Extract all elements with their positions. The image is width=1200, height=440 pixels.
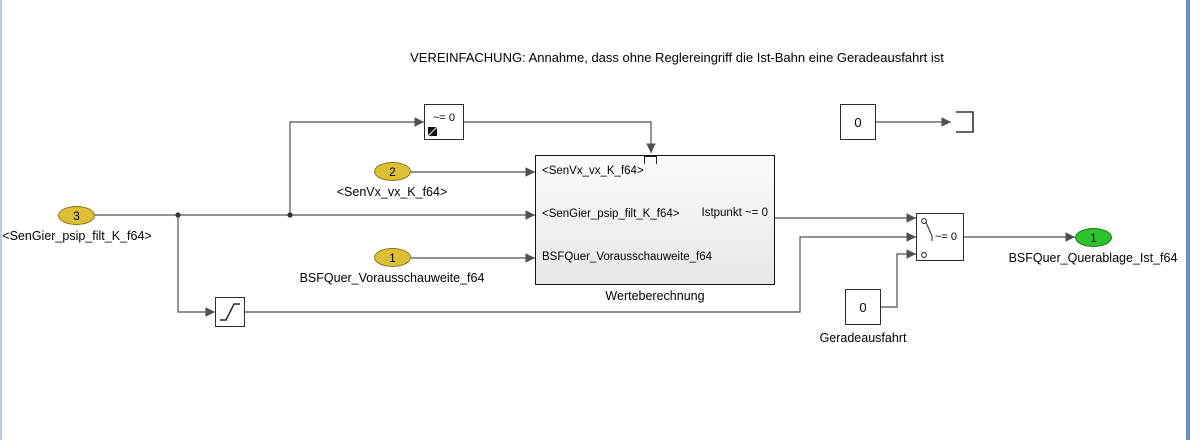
inport-2[interactable]: 2 xyxy=(374,162,411,181)
compare-block-icon xyxy=(428,127,437,136)
compare-to-zero-label: ~= 0 xyxy=(432,112,456,124)
wire-saturation-to-switch[interactable] xyxy=(245,232,916,313)
constant-zero-geradeausfahrt[interactable]: 0 xyxy=(845,289,881,325)
compare-to-zero-block[interactable]: ~= 0 xyxy=(424,104,464,140)
inport-2-label: <SenVx_vx_K_f64> xyxy=(336,185,448,199)
terminator-block[interactable] xyxy=(956,111,974,133)
outport-1[interactable]: 1 xyxy=(1075,228,1112,247)
subsystem-werteberechnung[interactable]: <SenVx_vx_K_f64> <SenGier_psip_filt_K_f6… xyxy=(535,155,775,285)
inport-1[interactable]: 1 xyxy=(374,248,411,267)
constant-geradeausfahrt-label: Geradeausfahrt xyxy=(819,331,907,345)
inport-3-label: <SenGier_psip_filt_K_f64> xyxy=(2,229,152,243)
subsystem-name-label: Werteberechnung xyxy=(605,289,705,303)
subsystem-input-vorausschau: BSFQuer_Vorausschauweite_f64 xyxy=(542,251,713,263)
constant-geradeausfahrt-value: 0 xyxy=(859,299,867,315)
canvas-left-edge xyxy=(0,0,2,440)
saturation-block[interactable] xyxy=(215,297,245,327)
switch-block[interactable]: ~= 0 xyxy=(916,213,964,261)
inport-1-number: 1 xyxy=(389,250,396,265)
canvas-right-edge xyxy=(1186,0,1190,440)
wire-geradeausfahrt-to-switch[interactable] xyxy=(881,249,916,308)
outport-1-number: 1 xyxy=(1090,230,1097,245)
inport-3[interactable]: 3 xyxy=(58,206,95,225)
subsystem-input-vx: <SenVx_vx_K_f64> xyxy=(542,165,644,177)
wire-compare-to-trigger[interactable] xyxy=(464,121,656,153)
trigger-port-icon xyxy=(644,156,657,164)
switch-ports-icon xyxy=(921,218,933,258)
subsystem-input-gier: <SenGier_psip_filt_K_f64> xyxy=(542,208,680,220)
saturation-icon xyxy=(220,303,240,321)
constant-zero-top[interactable]: 0 xyxy=(840,104,876,140)
switch-criteria-label: ~= 0 xyxy=(935,231,958,243)
outport-1-label: BSFQuer_Querablage_Ist_f64 xyxy=(1008,251,1178,265)
diagram-annotation: VEREINFACHUNG: Annahme, dass ohne Regler… xyxy=(410,50,944,65)
wire-gier-branch-to-compare[interactable] xyxy=(289,117,424,215)
branch-point xyxy=(175,212,181,218)
branch-point xyxy=(287,212,293,218)
subsystem-output-istpunkt: Istpunkt ~= 0 xyxy=(701,207,769,219)
inport-3-number: 3 xyxy=(73,208,80,223)
inport-2-number: 2 xyxy=(389,164,396,179)
constant-zero-top-value: 0 xyxy=(854,114,862,130)
inport-1-label: BSFQuer_Vorausschauweite_f64 xyxy=(299,271,485,285)
wire-gier-branch-to-saturation[interactable] xyxy=(177,215,215,317)
